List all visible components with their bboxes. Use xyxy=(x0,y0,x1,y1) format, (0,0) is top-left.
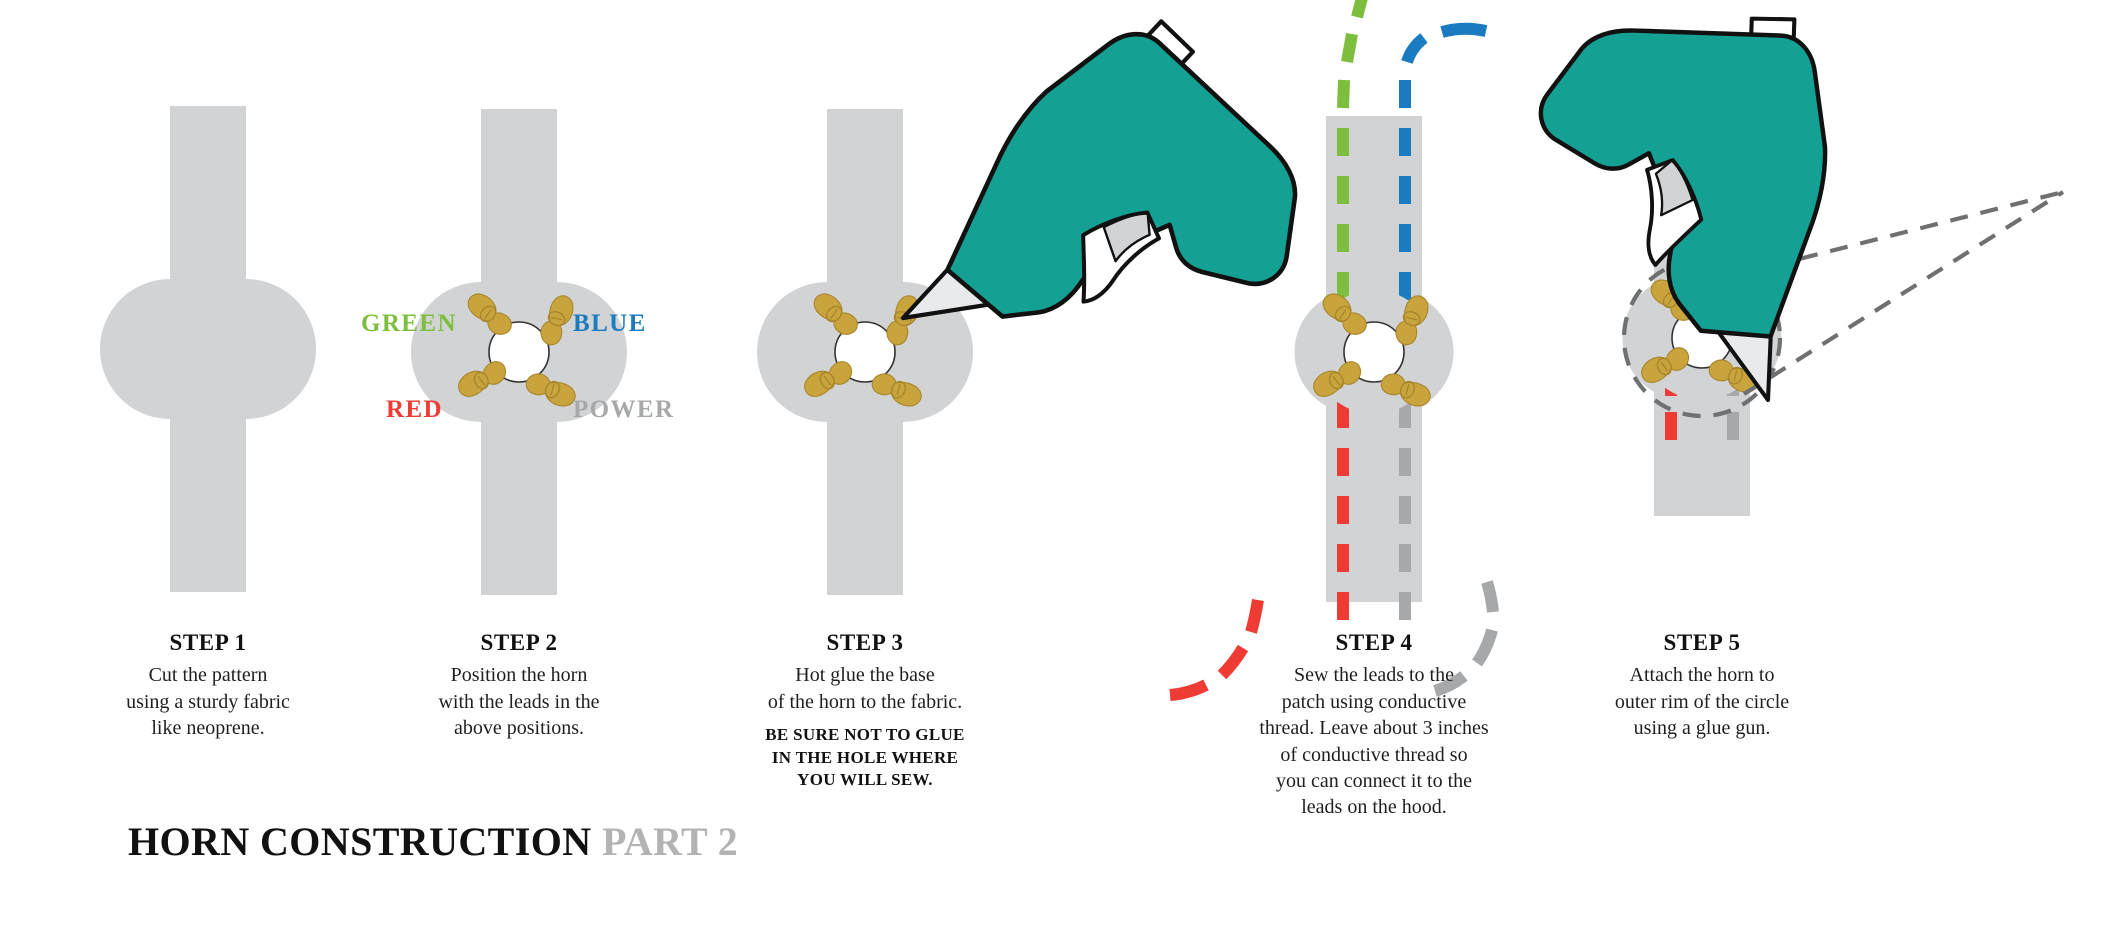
step-1-caption: STEP 1 Cut the pattern using a sturdy fa… xyxy=(68,628,348,742)
step-4-body: Sew the leads to the patch using conduct… xyxy=(1259,664,1489,819)
page-title: HORN CONSTRUCTION PART 2 xyxy=(128,818,738,865)
thread-green xyxy=(1337,0,1368,300)
step-4-illustration xyxy=(1169,0,1499,701)
step-1-title: STEP 1 xyxy=(169,630,247,655)
horn-step3 xyxy=(799,287,928,415)
thread-power xyxy=(1399,400,1499,697)
callout-circle xyxy=(1621,257,1783,419)
step-3-warning: BE SURE NOT TO GLUE IN THE HOLE WHERE YO… xyxy=(765,725,965,790)
step-2-title: STEP 2 xyxy=(480,630,558,655)
step-1-illustration xyxy=(100,106,316,592)
horn-step2 xyxy=(453,287,582,415)
step-5-title: STEP 5 xyxy=(1663,630,1741,655)
step-2-caption: STEP 2 Position the horn with the leads … xyxy=(379,628,659,742)
step-5-illustration xyxy=(1469,0,2065,516)
callout-ray-top xyxy=(1739,189,2064,277)
step-5-caption: STEP 5 Attach the horn to outer rim of t… xyxy=(1562,628,1842,742)
step-4-title: STEP 4 xyxy=(1335,630,1413,655)
thread-red xyxy=(1169,400,1349,701)
step-2-illustration xyxy=(411,109,627,595)
step-3-illustration xyxy=(757,0,1318,595)
step-3-body: Hot glue the base of the horn to the fab… xyxy=(767,664,963,713)
step-1-body: Cut the pattern using a sturdy fabric li… xyxy=(126,664,290,740)
page-title-secondary: PART 2 xyxy=(601,819,739,864)
lead-label-red: RED xyxy=(386,396,443,423)
horn-step4 xyxy=(1308,287,1437,415)
callout-ray-bottom xyxy=(1742,190,2065,396)
lead-label-power: POWER xyxy=(573,396,675,423)
lead-label-green: GREEN xyxy=(361,310,457,337)
step-3-title: STEP 3 xyxy=(826,630,904,655)
step-3-caption: STEP 3 Hot glue the base of the horn to … xyxy=(725,628,1005,792)
fabric-strip-step1 xyxy=(100,106,316,592)
step-4-caption: STEP 4 Sew the leads to the patch using … xyxy=(1234,628,1514,821)
lead-label-blue: BLUE xyxy=(573,310,647,337)
step-2-body: Position the horn with the leads in the … xyxy=(438,664,600,740)
step-5-body: Attach the horn to outer rim of the circ… xyxy=(1614,664,1790,740)
page-title-primary: HORN CONSTRUCTION xyxy=(128,819,592,864)
thread-blue xyxy=(1399,22,1488,300)
